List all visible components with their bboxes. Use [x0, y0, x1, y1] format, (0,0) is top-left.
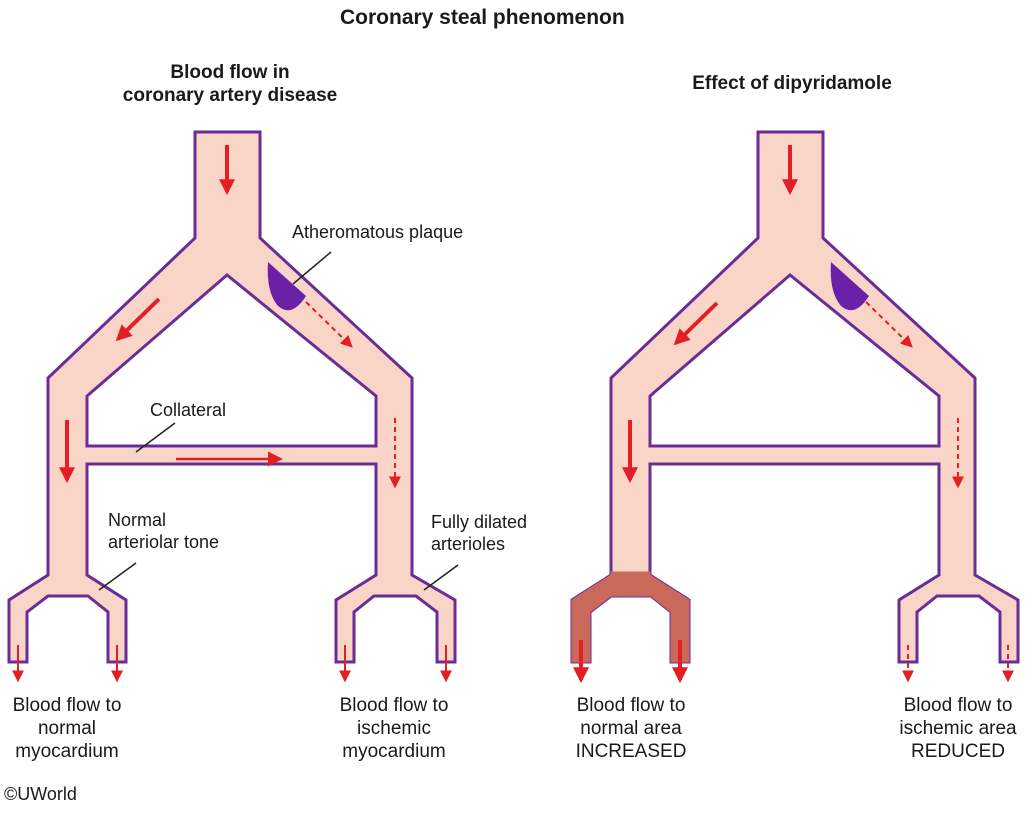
- left-vessel-tree: [7, 130, 459, 683]
- left-panel-title-line1: Blood flow in: [170, 62, 290, 83]
- caption-line: ischemic: [357, 718, 431, 740]
- caption-line: myocardium: [342, 741, 446, 763]
- dilated-label-line1: Fully dilated: [431, 512, 528, 532]
- figure-title: Coronary steal phenomenon: [340, 6, 625, 29]
- caption-line: Blood flow to: [339, 695, 449, 716]
- collateral-label: Collateral: [150, 400, 227, 420]
- left-panel-title-line2: coronary artery disease: [122, 85, 338, 107]
- atheromatous-plaque: [267, 262, 306, 311]
- left-vessel-outline: [7, 130, 457, 664]
- dilated-label: Fully dilated arterioles: [431, 512, 527, 556]
- caption-ischemic-myocardium: Blood flow to ischemic myocardium: [324, 694, 464, 764]
- caption-normal-area: Blood flow to normal area INCREASED: [561, 694, 701, 764]
- copyright-credit: ©UWorld: [4, 784, 77, 804]
- normal-tone-label-line2: arteriolar tone: [108, 531, 220, 552]
- left-branch-arrow: [115, 297, 161, 342]
- right-vessel-tree: [570, 130, 1020, 684]
- caption-normal-myocardium: Blood flow to normal myocardium: [0, 694, 134, 764]
- right-atheromatous-plaque: [830, 262, 869, 311]
- normal-tone-label: Normal arteriolar tone: [108, 510, 219, 554]
- right-stenotic-flow-arrow: [865, 301, 913, 348]
- stenotic-flow-arrow: [305, 301, 353, 348]
- plaque-label: Atheromatous plaque: [292, 222, 464, 242]
- caption-line: normal area: [580, 718, 682, 740]
- left-panel-title: Blood flow in coronary artery disease: [105, 61, 355, 107]
- caption-line: REDUCED: [911, 741, 1005, 763]
- caption-line: myocardium: [15, 741, 119, 763]
- dilated-label-line2: arterioles: [431, 533, 506, 554]
- right-panel-title: Effect of dipyridamole: [692, 73, 892, 94]
- caption-line: INCREASED: [575, 741, 687, 763]
- plaque-leader-line: [292, 251, 332, 285]
- caption-ischemic-area: Blood flow to ischemic area REDUCED: [884, 694, 1032, 764]
- caption-line: Blood flow to: [12, 695, 122, 716]
- normal-tone-label-line1: Normal: [108, 510, 167, 530]
- caption-line: ischemic area: [899, 718, 1017, 740]
- caption-line: Blood flow to: [903, 695, 1013, 716]
- dilated-leader-line: [423, 564, 459, 591]
- dilated-normal-arterioles: [571, 571, 690, 663]
- normal-tone-leader-line: [98, 562, 137, 591]
- right-branch-arrow: [673, 301, 719, 346]
- collateral-leader-line: [135, 422, 176, 453]
- caption-line: normal: [37, 718, 97, 740]
- caption-line: Blood flow to: [576, 695, 686, 716]
